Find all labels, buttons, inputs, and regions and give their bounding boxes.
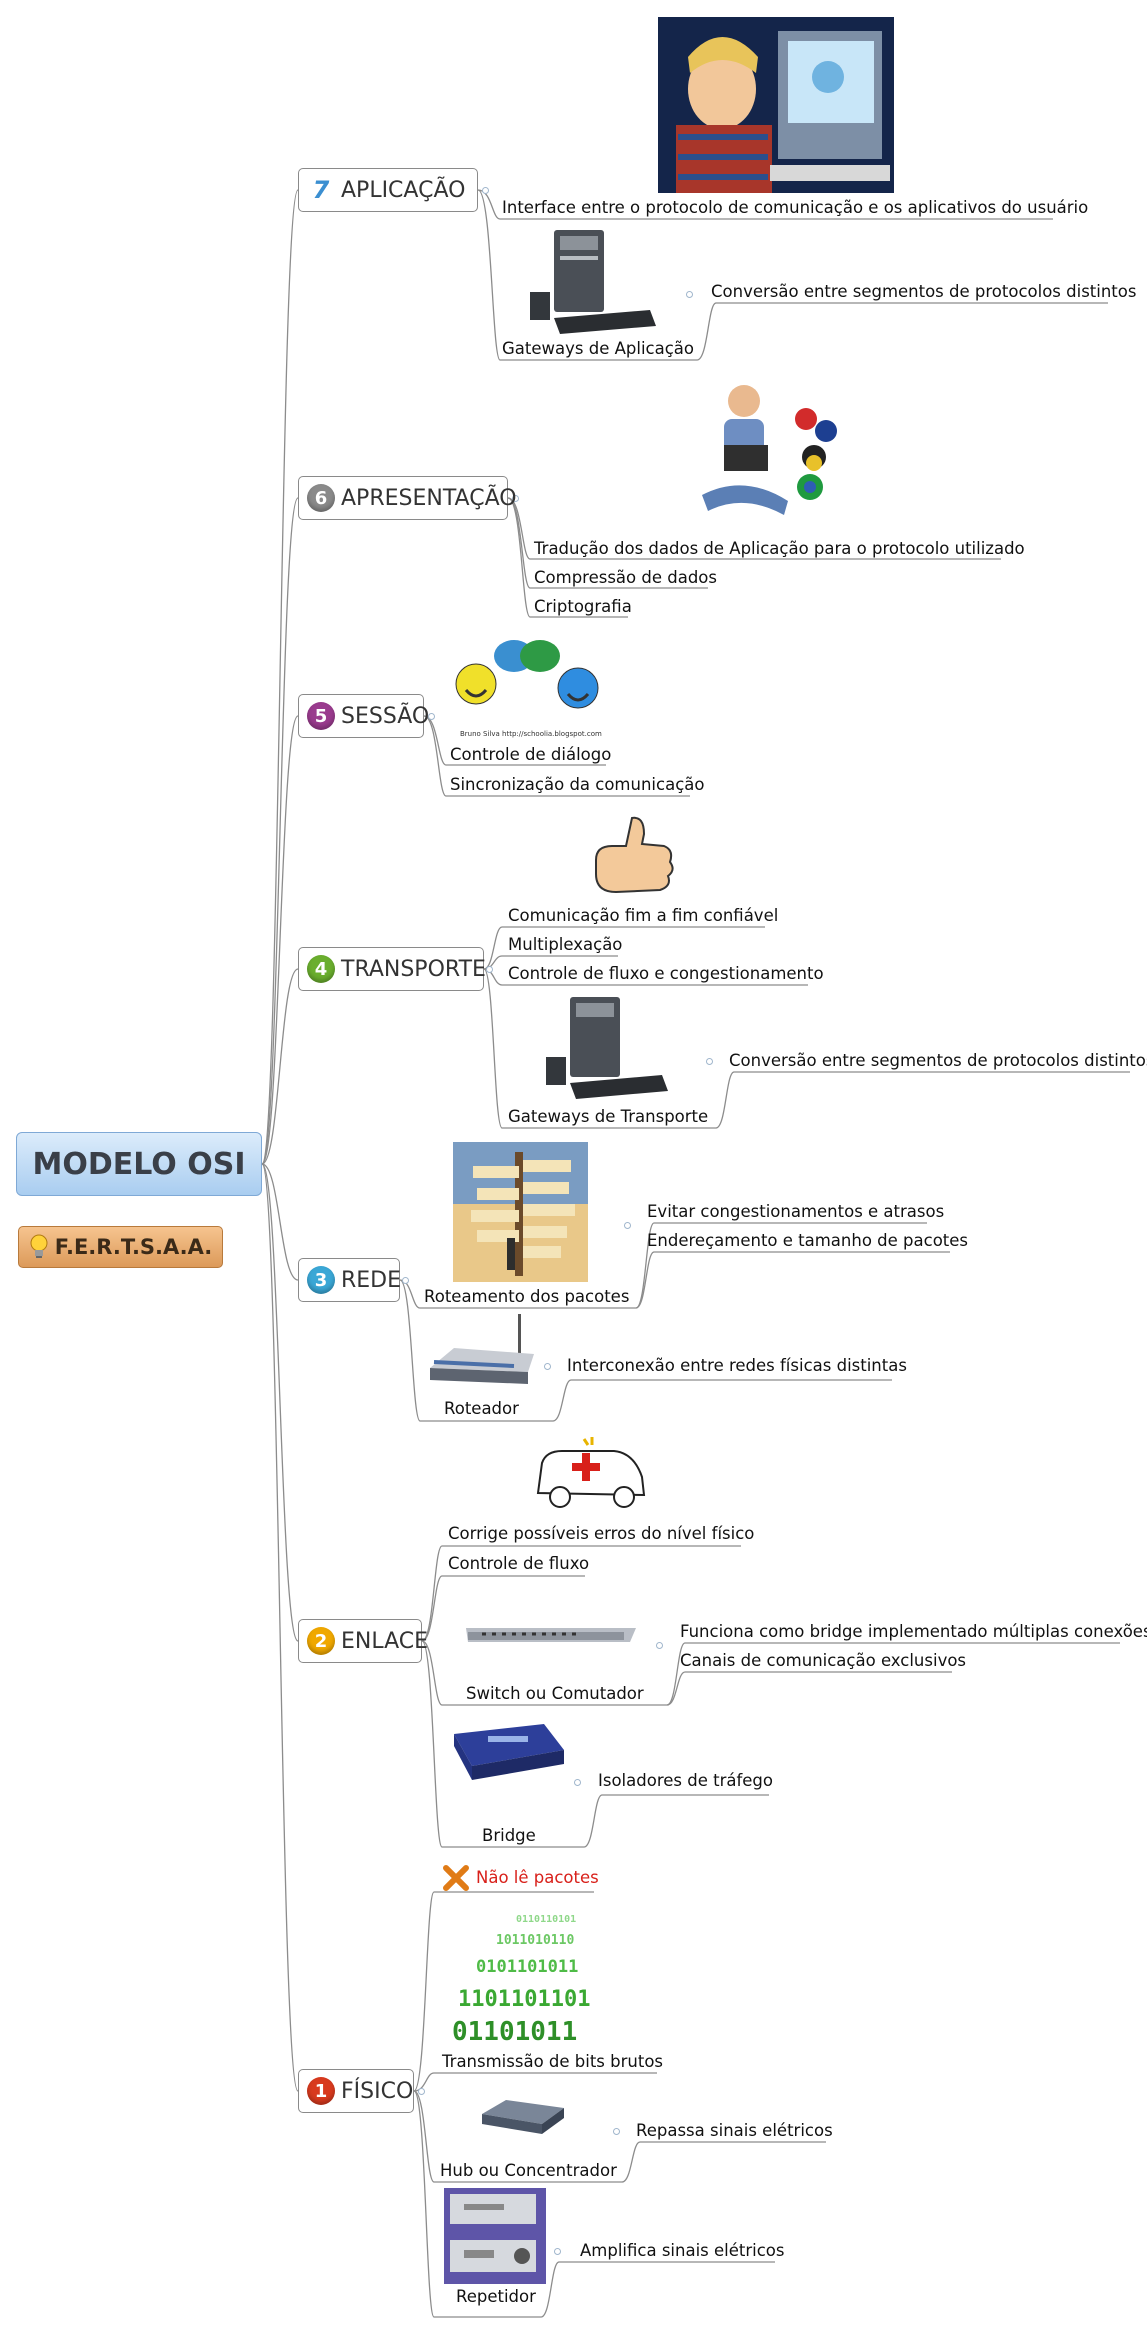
svg-text:1011010110: 1011010110 bbox=[496, 1933, 574, 1948]
dialogue-smileys-image: Bruno Silva http://schoolia.blogspot.com bbox=[450, 634, 605, 742]
pc-tower-image bbox=[540, 993, 670, 1101]
enlace-funciona-item[interactable]: Funciona como bridge implementado múltip… bbox=[680, 1622, 1147, 1641]
svg-text:0110110101: 0110110101 bbox=[516, 1914, 576, 1925]
collapse-dot[interactable] bbox=[686, 291, 693, 298]
switch-image bbox=[448, 1582, 650, 1680]
transporte-gateways-item[interactable]: Gateways de Transporte bbox=[508, 1107, 709, 1126]
aplicacao-conversao-item[interactable]: Conversão entre segmentos de protocolos … bbox=[711, 282, 1137, 301]
rede-roteador-item[interactable]: Roteador bbox=[444, 1399, 519, 1418]
layer-5-topic[interactable]: 5 SESSÃO bbox=[298, 694, 429, 738]
number-5-icon: 5 bbox=[307, 702, 335, 730]
layer-2-topic[interactable]: 2 ENLACE bbox=[298, 1619, 428, 1663]
collapse-dot[interactable] bbox=[613, 2128, 620, 2135]
number-7-icon: 7 bbox=[307, 176, 335, 204]
collapse-dot[interactable] bbox=[706, 1058, 713, 1065]
apresentacao-criptografia-item[interactable]: Criptografia bbox=[534, 597, 632, 616]
fisico-transmissao-item[interactable]: Transmissão de bits brutos bbox=[442, 2052, 664, 2071]
svg-text:1101101101: 1101101101 bbox=[458, 1987, 590, 2012]
collapse-dot[interactable] bbox=[482, 187, 489, 194]
layer-4-name: TRANSPORTE bbox=[341, 956, 486, 982]
enlace-switch-item[interactable]: Switch ou Comutador bbox=[466, 1684, 644, 1703]
layer-6-topic[interactable]: 6 APRESENTAÇÃO bbox=[298, 476, 517, 520]
signpost-image bbox=[453, 1142, 588, 1282]
ambulance-image bbox=[528, 1433, 654, 1519]
layer-1-topic[interactable]: 1 FÍSICO bbox=[298, 2069, 414, 2113]
thumbs-up-image bbox=[586, 810, 682, 902]
rede-enderecamento-item[interactable]: Endereçamento e tamanho de pacotes bbox=[647, 1231, 969, 1250]
enlace-controle-item[interactable]: Controle de fluxo bbox=[448, 1554, 590, 1573]
collapse-dot[interactable] bbox=[574, 1779, 581, 1786]
aplicacao-gateways-item[interactable]: Gateways de Aplicação bbox=[502, 339, 694, 358]
enlace-corrige-item[interactable]: Corrige possíveis erros do nível físico bbox=[448, 1524, 755, 1543]
svg-text:0101101011: 0101101011 bbox=[476, 1957, 578, 1977]
collapse-dot[interactable] bbox=[544, 1363, 551, 1370]
fisico-amplifica-item[interactable]: Amplifica sinais elétricos bbox=[580, 2241, 785, 2260]
collapse-dot[interactable] bbox=[554, 2248, 561, 2255]
rede-evitar-item[interactable]: Evitar congestionamentos e atrasos bbox=[647, 1202, 945, 1221]
bridge-image bbox=[448, 1710, 568, 1822]
enlace-isoladores-item[interactable]: Isoladores de tráfego bbox=[598, 1771, 773, 1790]
transporte-multiplexacao-item[interactable]: Multiplexação bbox=[508, 935, 623, 954]
cross-icon bbox=[443, 1865, 469, 1891]
transporte-comunicacao-item[interactable]: Comunicação fim a fim confiável bbox=[508, 906, 779, 925]
fisico-nao-le-text: Não lê pacotes bbox=[476, 1868, 599, 1887]
transporte-controle-item[interactable]: Controle de fluxo e congestionamento bbox=[508, 964, 824, 983]
rede-interconexao-item[interactable]: Interconexão entre redes físicas distint… bbox=[567, 1356, 907, 1375]
number-6-icon: 6 bbox=[307, 484, 335, 512]
layer-3-topic[interactable]: 3 REDE bbox=[298, 1258, 402, 1302]
collapse-dot[interactable] bbox=[428, 713, 435, 720]
repeater-image bbox=[444, 2188, 546, 2284]
layer-5-name: SESSÃO bbox=[341, 703, 430, 729]
collapse-dot[interactable] bbox=[402, 1277, 409, 1284]
collapse-dot[interactable] bbox=[512, 495, 519, 502]
collapse-dot[interactable] bbox=[418, 2088, 425, 2095]
root-topic[interactable]: MODELO OSI bbox=[16, 1132, 262, 1196]
binary-bits-image: 0110110101 1011010110 0101101011 1101101… bbox=[446, 1900, 644, 2048]
layer-2-name: ENLACE bbox=[341, 1628, 429, 1654]
child-computer-image bbox=[658, 17, 894, 193]
number-2-icon: 2 bbox=[307, 1627, 335, 1655]
collapse-dot[interactable] bbox=[486, 966, 493, 973]
aplicacao-interface-item[interactable]: Interface entre o protocolo de comunicaç… bbox=[502, 198, 1089, 217]
router-image bbox=[424, 1310, 540, 1396]
fisico-repetidor-item[interactable]: Repetidor bbox=[456, 2287, 536, 2306]
number-1-icon: 1 bbox=[307, 2077, 335, 2105]
pc-tower-image bbox=[520, 226, 660, 336]
apresentacao-traducao-item[interactable]: Tradução dos dados de Aplicação para o p… bbox=[534, 539, 1025, 558]
number-4-icon: 4 bbox=[307, 955, 335, 983]
layer-6-name: APRESENTAÇÃO bbox=[341, 485, 517, 511]
enlace-canais-item[interactable]: Canais de comunicação exclusivos bbox=[680, 1651, 967, 1670]
sessao-sincronizacao-item[interactable]: Sincronização da comunicação bbox=[450, 775, 705, 794]
fisico-hub-item[interactable]: Hub ou Concentrador bbox=[440, 2161, 617, 2180]
collapse-dot[interactable] bbox=[624, 1222, 631, 1229]
collapse-dot[interactable] bbox=[656, 1642, 663, 1649]
fisico-repassa-item[interactable]: Repassa sinais elétricos bbox=[636, 2121, 833, 2140]
transporte-conversao-item[interactable]: Conversão entre segmentos de protocolos … bbox=[729, 1051, 1147, 1070]
image-caption: Bruno Silva http://schoolia.blogspot.com bbox=[460, 730, 602, 738]
apresentacao-compressao-item[interactable]: Compressão de dados bbox=[534, 568, 717, 587]
layer-4-topic[interactable]: 4 TRANSPORTE bbox=[298, 947, 486, 991]
root-title: MODELO OSI bbox=[32, 1146, 246, 1182]
layer-7-name: APLICAÇÃO bbox=[341, 177, 466, 203]
svg-text:01101011: 01101011 bbox=[452, 2017, 577, 2047]
layer-1-name: FÍSICO bbox=[341, 2078, 414, 2104]
tag-text: F.E.R.T.S.A.A. bbox=[54, 1235, 213, 1259]
layer-3-name: REDE bbox=[341, 1267, 402, 1293]
sessao-controle-item[interactable]: Controle de diálogo bbox=[450, 745, 612, 764]
fisico-nao-le-item[interactable]: Não lê pacotes bbox=[440, 1862, 599, 1894]
hub-image bbox=[476, 2078, 570, 2154]
number-3-icon: 3 bbox=[307, 1266, 335, 1294]
enlace-bridge-item[interactable]: Bridge bbox=[482, 1826, 536, 1845]
layer-7-topic[interactable]: 7 APLICAÇÃO bbox=[298, 168, 478, 212]
lightbulb-icon bbox=[30, 1234, 48, 1258]
tag-label[interactable]: F.E.R.T.S.A.A. bbox=[18, 1226, 223, 1268]
rede-roteamento-item[interactable]: Roteamento dos pacotes bbox=[424, 1287, 630, 1306]
translator-laptop-image bbox=[688, 375, 842, 535]
